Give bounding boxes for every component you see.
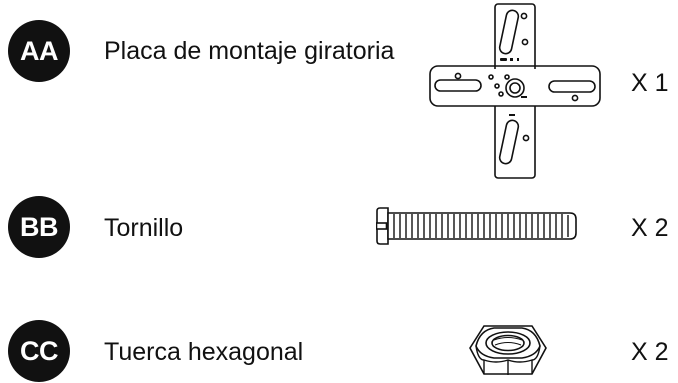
part-quantity: X 2 — [631, 338, 669, 366]
part-quantity: X 1 — [631, 69, 669, 97]
screw-icon — [376, 205, 580, 247]
part-name: Tornillo — [104, 214, 184, 242]
part-name: Placa de montaje giratoria — [104, 37, 395, 65]
part-code-badge: BB — [8, 196, 70, 258]
part-code-badge: CC — [8, 320, 70, 382]
part-code-badge: AA — [8, 20, 70, 82]
hex-nut-icon — [466, 320, 550, 380]
part-name: Tuerca hexagonal — [104, 338, 304, 366]
swivel-mounting-plate-icon — [425, 2, 605, 180]
part-quantity: X 2 — [631, 214, 669, 242]
